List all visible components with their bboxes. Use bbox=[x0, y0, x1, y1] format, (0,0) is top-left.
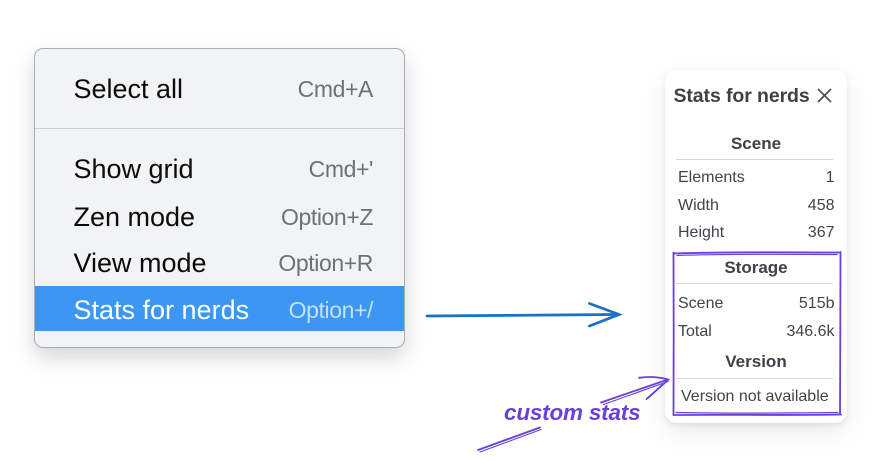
svg-text:custom stats: custom stats bbox=[504, 400, 640, 425]
